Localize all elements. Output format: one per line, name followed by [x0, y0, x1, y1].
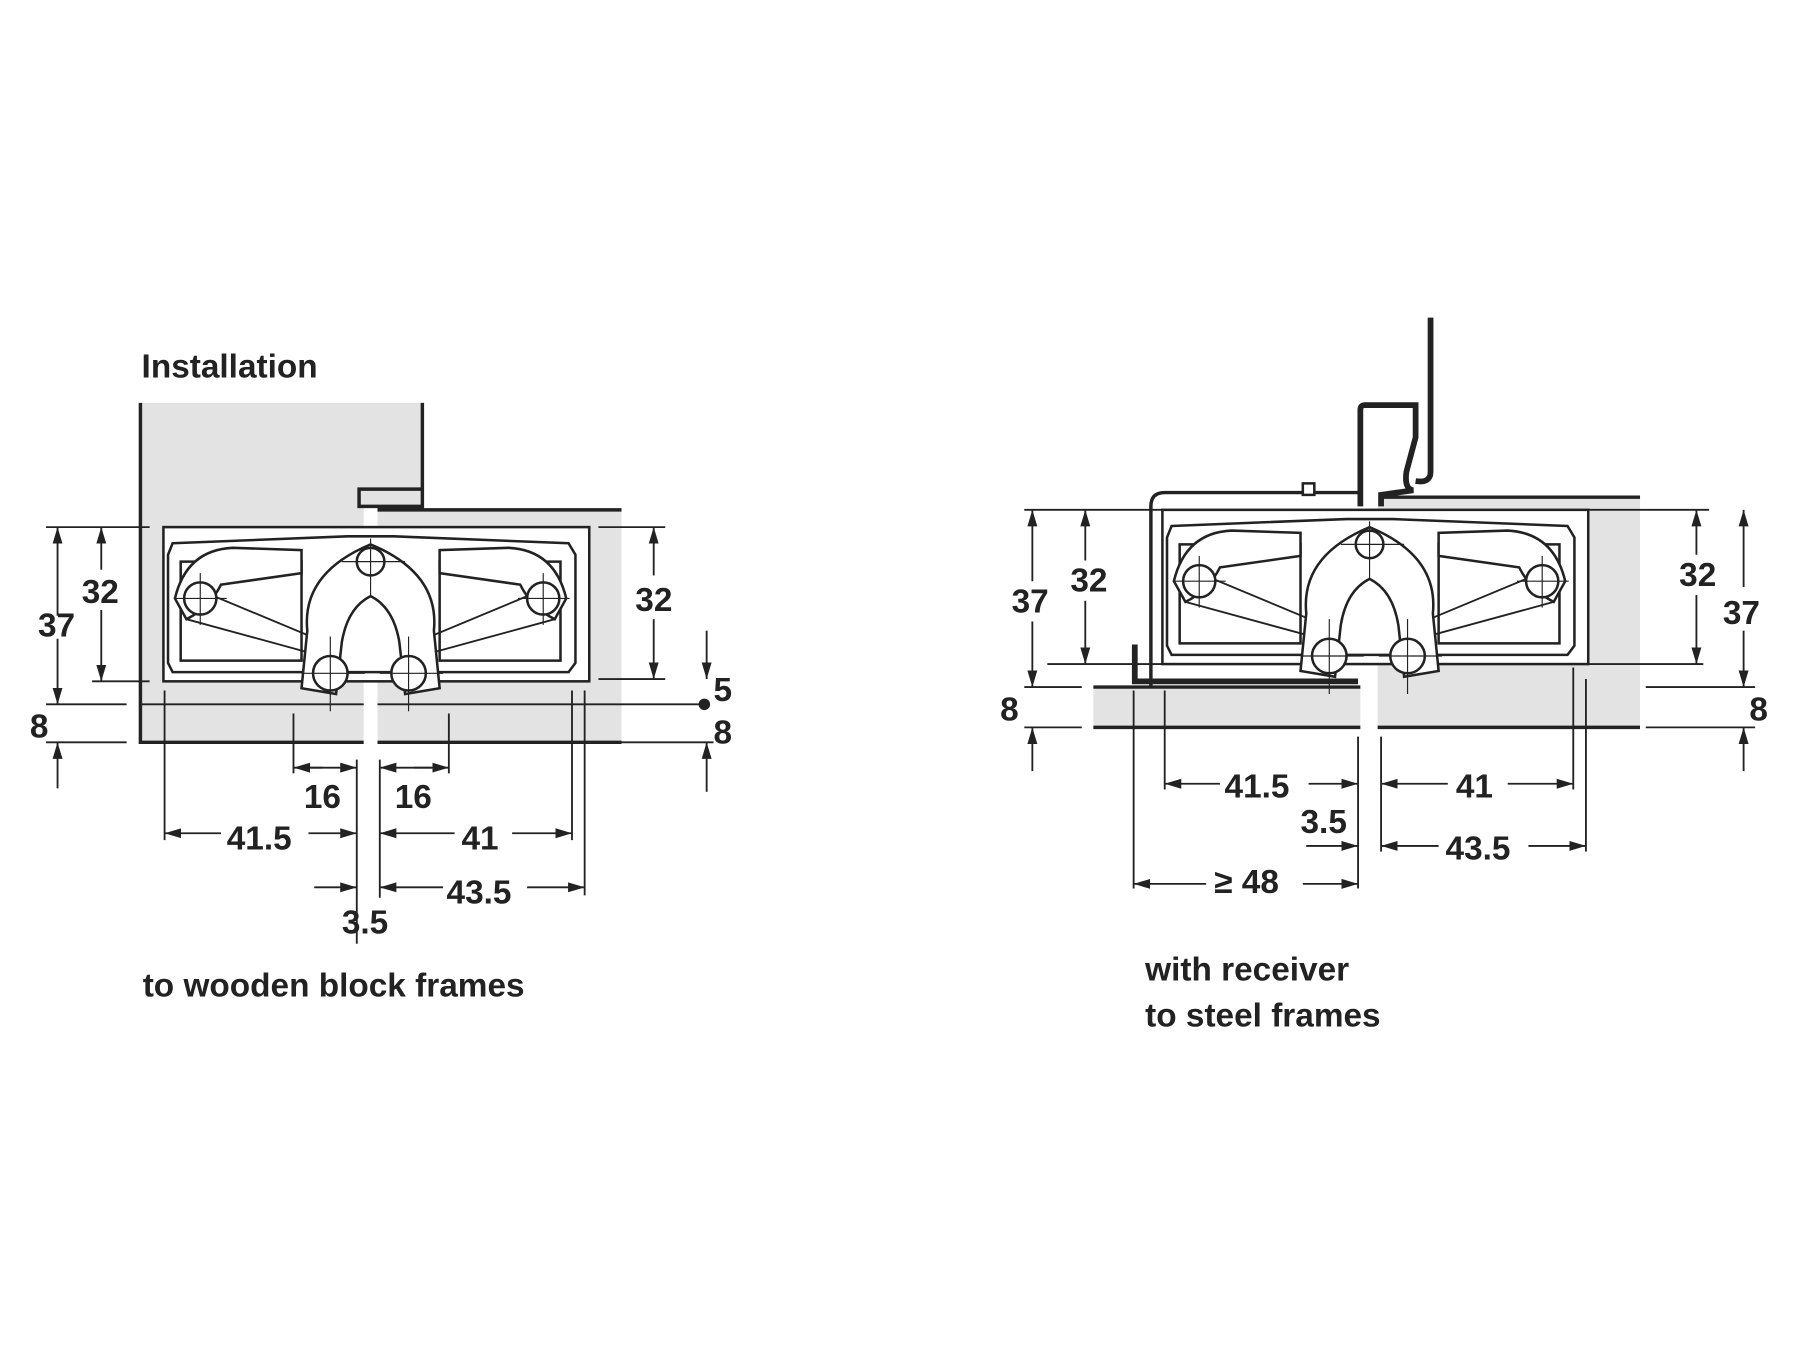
- installation-title: Installation: [142, 348, 318, 385]
- dim-41-5: 41.5: [1225, 769, 1290, 806]
- dim-8-left: 8: [1000, 691, 1019, 728]
- wall-panel: [1093, 687, 1361, 728]
- dim-32-left: 32: [82, 574, 119, 611]
- dim-16-left: 16: [304, 779, 341, 816]
- dim-5: 5: [714, 672, 733, 709]
- dim-41-5: 41.5: [227, 820, 292, 857]
- dim-8-right: 8: [1749, 691, 1768, 728]
- dim-32-right: 32: [635, 582, 672, 619]
- dim-16-right: 16: [395, 779, 432, 816]
- dim-37: 37: [38, 607, 75, 644]
- left-caption: to wooden block frames: [143, 968, 525, 1005]
- dim-3-5: 3.5: [342, 904, 388, 941]
- dim-32-left: 32: [1070, 563, 1107, 600]
- dim-37-right: 37: [1723, 595, 1760, 632]
- right-diagram: 37 32 8 32 37 8 41.5 41 3.5 43.5 ≥ 48 wi…: [1000, 317, 1768, 1035]
- right-caption-line2: to steel frames: [1145, 998, 1380, 1035]
- door-profile: [1357, 402, 1419, 507]
- dim-32-right: 32: [1679, 557, 1716, 594]
- dim-43-5: 43.5: [447, 874, 512, 911]
- dim-8-right: 8: [714, 714, 733, 751]
- reference-dot: [698, 698, 711, 711]
- receiver-bracket: [1131, 644, 1359, 685]
- dim-37-left: 37: [1012, 583, 1049, 620]
- dim-43-5: 43.5: [1446, 831, 1511, 868]
- dim-3-5: 3.5: [1301, 804, 1347, 841]
- right-caption-line1: with receiver: [1144, 952, 1349, 989]
- left-diagram: Installation 37 32 8 32 5 8 16 16 41.5 4…: [30, 348, 732, 1004]
- dim-min-48: ≥ 48: [1214, 864, 1279, 901]
- dim-8-left: 8: [30, 709, 49, 746]
- dim-41: 41: [462, 820, 499, 857]
- dim-41: 41: [1456, 769, 1493, 806]
